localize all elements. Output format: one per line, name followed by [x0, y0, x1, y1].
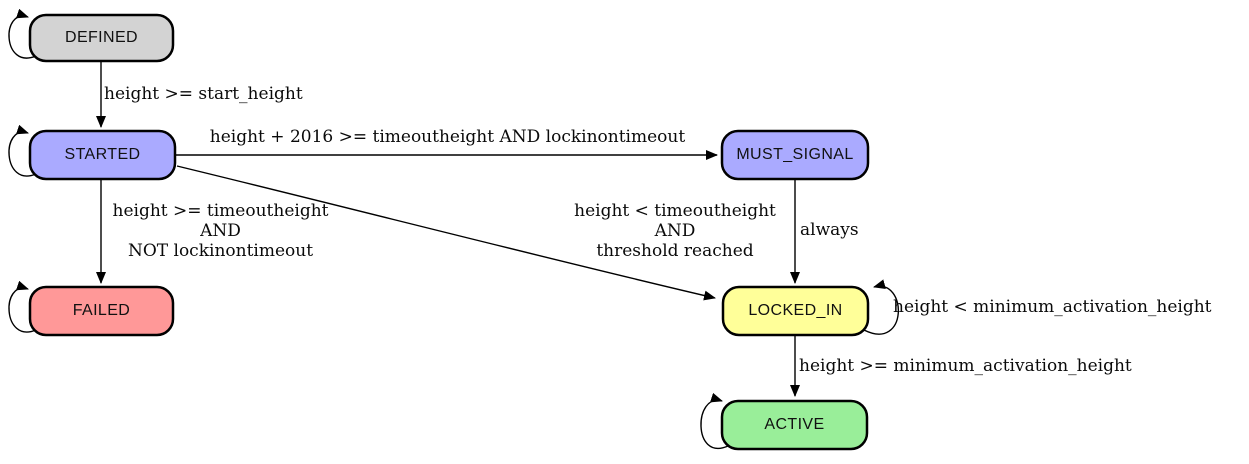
state-locked-in-node — [721, 285, 870, 337]
edge-label-started-locked-in: height < timeoutheight AND threshold rea… — [574, 201, 776, 261]
state-defined-node — [28, 13, 175, 63]
state-failed-node — [28, 285, 175, 337]
edge-started-to-locked-in — [176, 165, 716, 301]
edge-label-must-signal-locked-in: always — [800, 220, 859, 240]
self-loop-defined — [8, 8, 37, 59]
state-started-node — [28, 129, 177, 181]
edge-label-locked-in-self: height < minimum_activation_height — [893, 297, 1212, 317]
edge-label-started-failed: height >= timeoutheight AND NOT lockinon… — [112, 201, 329, 261]
self-loop-failed — [8, 280, 37, 333]
self-loop-started — [8, 124, 37, 177]
edge-label-locked-in-active: height >= minimum_activation_height — [799, 356, 1132, 376]
state-active-node — [720, 399, 869, 451]
self-loop-locked-in — [863, 279, 900, 335]
edge-label-defined-started: height >= start_height — [104, 84, 303, 104]
state-must-signal-node — [720, 129, 870, 181]
self-loop-active — [700, 392, 729, 449]
edge-label-started-must-signal: height + 2016 >= timeoutheight AND locki… — [209, 127, 686, 147]
